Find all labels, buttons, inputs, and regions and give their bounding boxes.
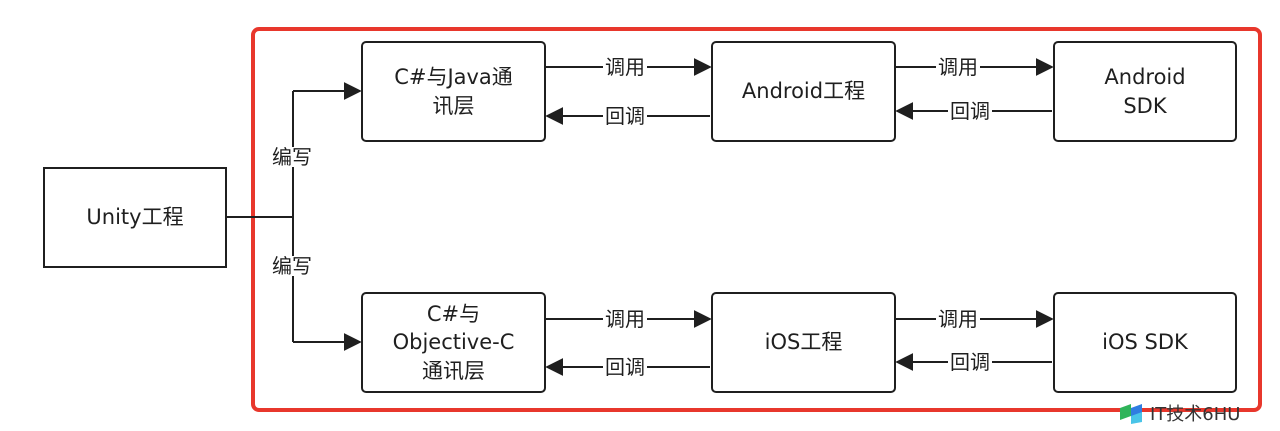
watermark: IT技术6HU [1118,398,1280,428]
node-csharp-java-bridge: C#与Java通 讯层 [361,41,546,142]
label-call-ios-to-sdk: 调用 [936,307,980,331]
node-android-sdk: Android SDK [1053,41,1237,142]
label-write-top: 编写 [270,145,314,169]
label-callback-android-to-bridge: 回调 [603,104,647,128]
label-call-bridge-to-android: 调用 [603,55,647,79]
highlight-region [251,27,1262,412]
node-ios-project: iOS工程 [711,292,896,393]
node-csharp-objc-bridge: C#与 Objective-C 通讯层 [361,292,546,393]
watermark-text: IT技术6HU [1150,404,1241,425]
label-callback-sdk-to-ios: 回调 [948,350,992,374]
label-call-bridge-to-ios: 调用 [603,307,647,331]
watermark-logo-icon [1120,404,1142,424]
label-write-bottom: 编写 [270,254,314,278]
label-call-android-to-sdk: 调用 [936,55,980,79]
node-ios-sdk: iOS SDK [1053,292,1237,393]
node-android-project: Android工程 [711,41,896,142]
label-callback-ios-to-bridge: 回调 [603,355,647,379]
label-callback-sdk-to-android: 回调 [948,99,992,123]
node-unity-project: Unity工程 [43,167,227,268]
